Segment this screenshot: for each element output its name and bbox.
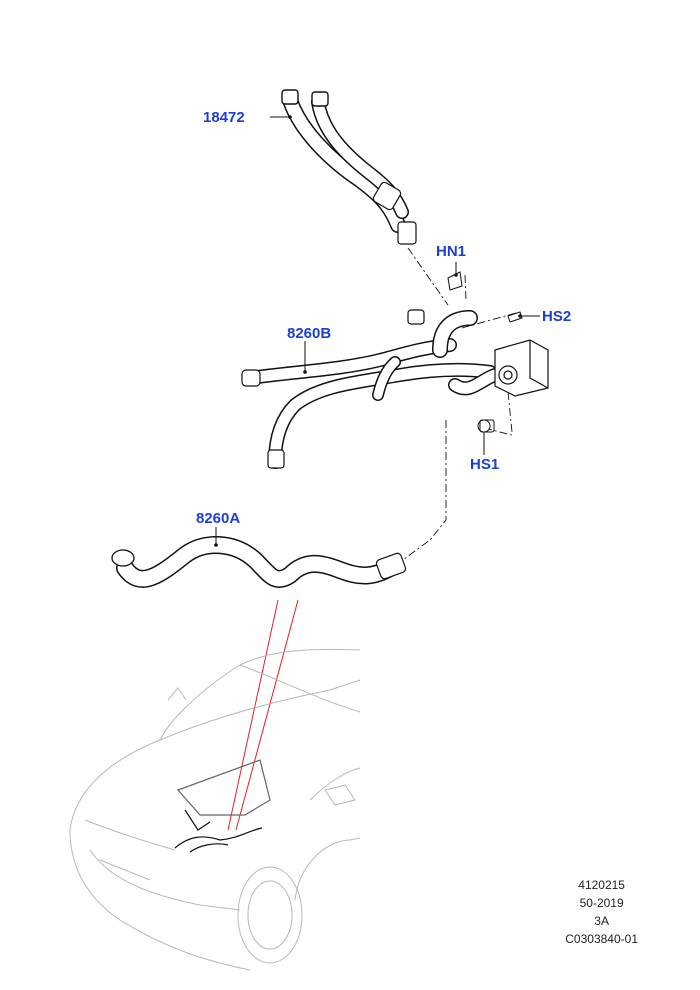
hose-8260b xyxy=(241,309,502,469)
callout-8260b: 8260B xyxy=(287,325,332,342)
screw-hs2 xyxy=(507,311,523,323)
callout-hs2: HS2 xyxy=(542,308,572,325)
reference-line-2: 50-2019 xyxy=(579,896,624,910)
engine-bay-highlight xyxy=(174,759,271,853)
locator-lines xyxy=(227,599,299,831)
callout-hs1: HS1 xyxy=(470,456,500,473)
callout-hn1: HN1 xyxy=(436,243,467,260)
hose-8260a xyxy=(111,536,407,588)
reference-block: 4120215 50-2019 3A C0303840-01 xyxy=(565,876,638,948)
callout-8260a: 8260A xyxy=(196,510,241,527)
vehicle-locator-view xyxy=(69,648,361,971)
callout-18472: 18472 xyxy=(203,109,245,126)
reference-line-1: 4120215 xyxy=(578,878,625,892)
reference-line-4: C0303840-01 xyxy=(565,932,638,946)
hose-18472 xyxy=(281,89,417,245)
reference-line-3: 3A xyxy=(594,914,609,928)
alignment-lines xyxy=(399,247,517,563)
control-valve xyxy=(494,339,549,397)
